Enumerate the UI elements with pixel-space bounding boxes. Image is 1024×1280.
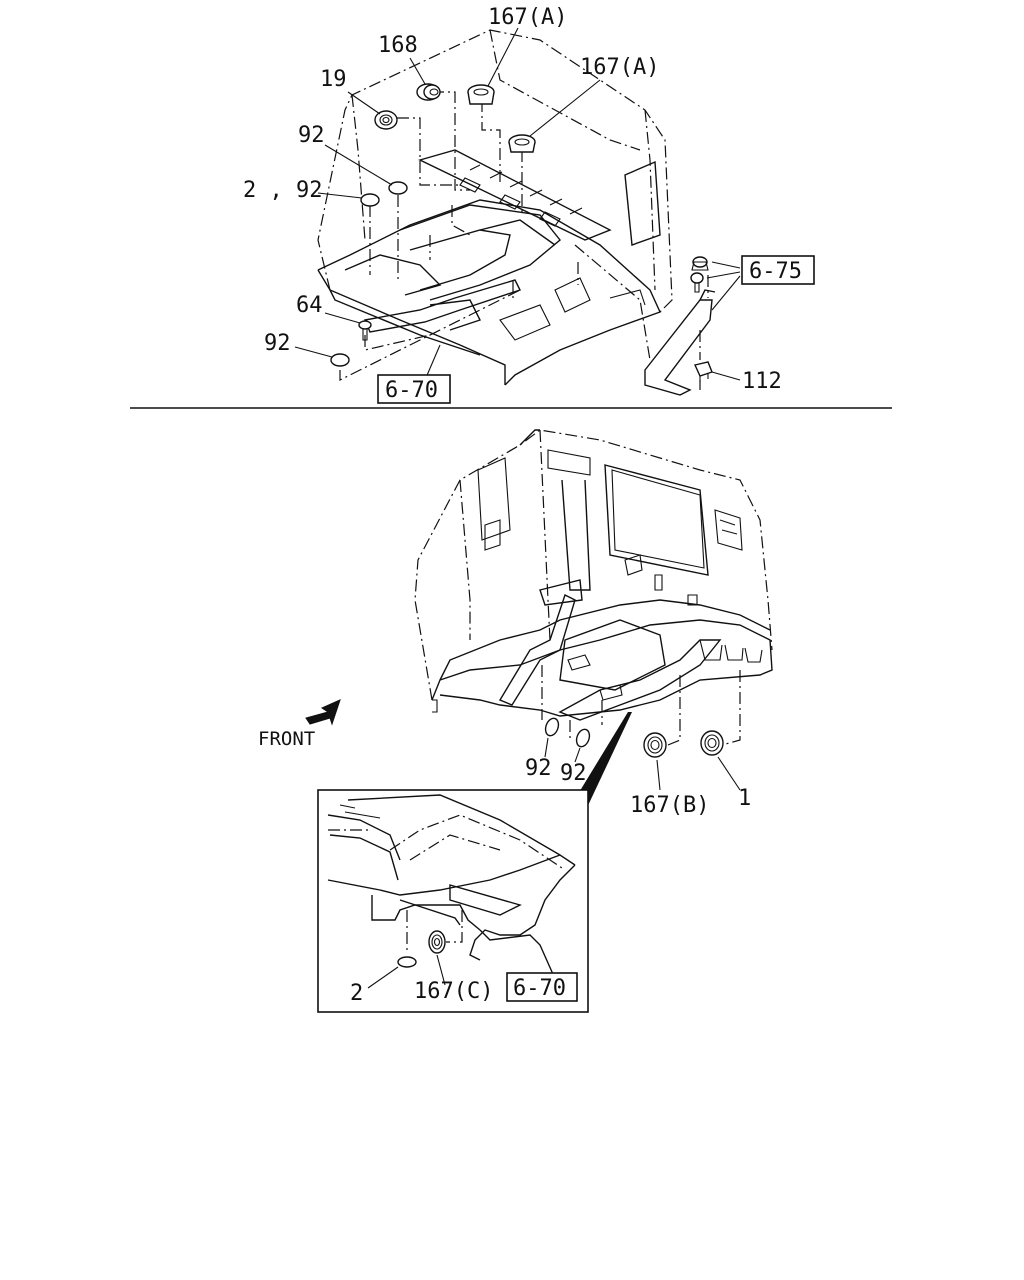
label-112: 112 (742, 369, 782, 394)
grommet-19 (374, 110, 398, 130)
screw-64 (358, 320, 372, 341)
plug-2-92-top (360, 193, 380, 207)
grommet-168 (416, 83, 441, 101)
clip-6-75-upper (691, 256, 709, 271)
grommet-167b (643, 732, 667, 758)
plug-2-inset (397, 956, 417, 968)
label-6-75: 6-75 (749, 259, 802, 284)
grommet-1 (700, 730, 724, 756)
ref-box-6-70-top (377, 374, 451, 404)
label-167c: 167(C) (414, 979, 493, 1004)
label-2-92: 2 , 92 (243, 178, 322, 203)
plug-92-top (388, 181, 408, 195)
label-2-inset: 2 (350, 981, 363, 1006)
label-92-top: 92 (298, 123, 325, 148)
cab-underside-view: 92 92 167(B) 1 FRONT (258, 429, 773, 848)
ref-box-6-75 (741, 255, 815, 285)
label-168: 168 (378, 33, 418, 58)
ref-box-6-70-inset (506, 972, 578, 1002)
label-167a-top: 167(A) (488, 5, 567, 30)
plug-92-bottom-2 (575, 728, 591, 748)
grommet-167c (428, 930, 446, 954)
label-19: 19 (320, 67, 347, 92)
label-6-70-inset: 6-70 (513, 976, 566, 1001)
label-167a-right: 167(A) (580, 55, 659, 80)
front-label: FRONT (258, 728, 315, 750)
plug-92-bottom-1 (544, 717, 560, 737)
label-92-bottom-1: 92 (525, 756, 552, 781)
inset-detail: 2 167(C) 6-70 (317, 789, 589, 1013)
clip-6-75-lower (690, 272, 704, 293)
front-direction-arrow-icon (305, 699, 341, 726)
label-92-left: 92 (264, 331, 291, 356)
label-1: 1 (738, 786, 751, 811)
cab-floor-top-view: 167(A) 167(A) 168 19 92 2 , 92 64 92 6-7… (243, 5, 815, 404)
label-64: 64 (296, 293, 323, 318)
plug-92-bottom-left (330, 353, 350, 367)
label-6-70-top: 6-70 (385, 378, 438, 403)
grommet-167a-right (508, 134, 536, 153)
label-167b: 167(B) (630, 793, 709, 818)
label-92-bottom-2: 92 (560, 761, 587, 786)
nut-112 (694, 361, 713, 382)
grommet-167a-top (467, 84, 495, 105)
